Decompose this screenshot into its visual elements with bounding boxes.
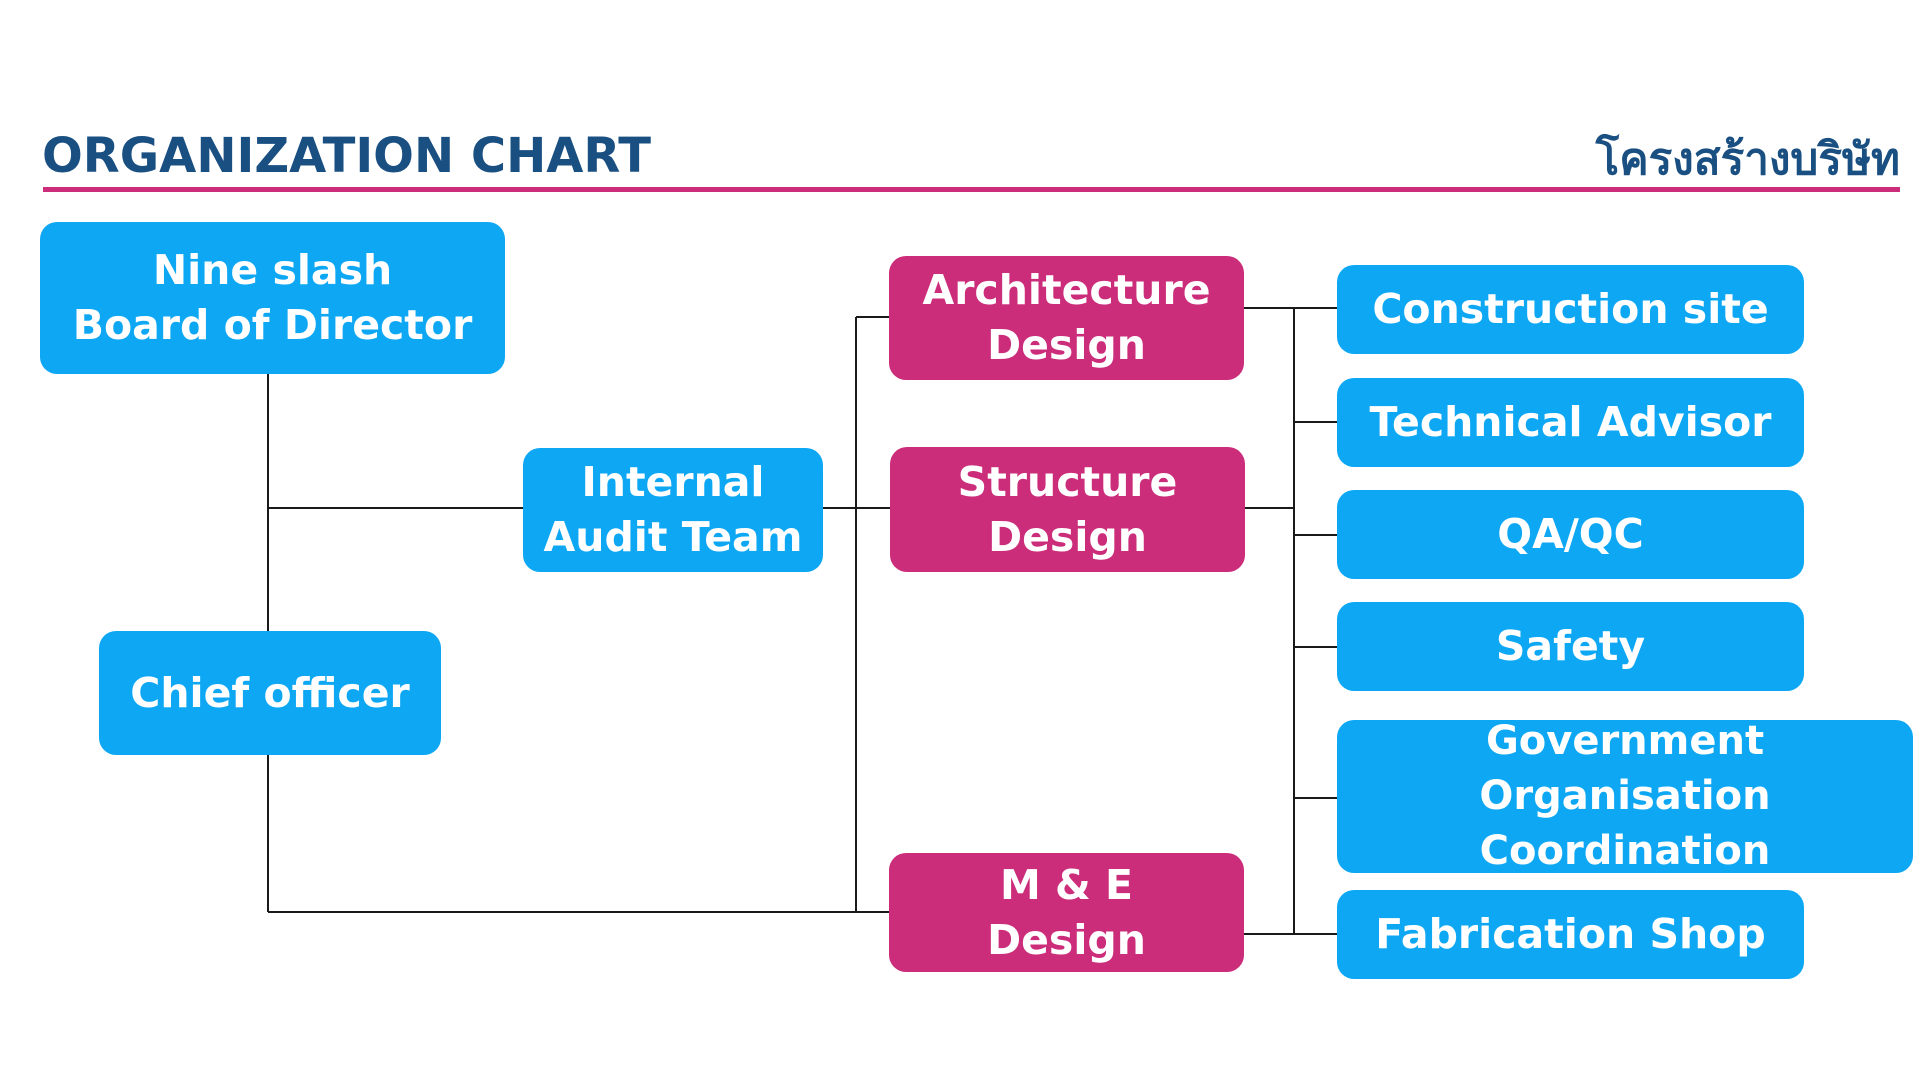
node-technical-advisor: Technical Advisor: [1337, 378, 1804, 467]
node-me-design: M & E Design: [889, 853, 1244, 972]
node-board-of-director: Nine slash Board of Director: [40, 222, 505, 374]
node-qa-qc: QA/QC: [1337, 490, 1804, 579]
node-internal-audit-team: Internal Audit Team: [523, 448, 823, 572]
node-construction-site: Construction site: [1337, 265, 1804, 354]
node-structure-design: Structure Design: [890, 447, 1245, 572]
node-fabrication-shop: Fabrication Shop: [1337, 890, 1804, 979]
title-divider: [43, 187, 1900, 192]
node-government-organisation-coordination: Government Organisation Coordination: [1337, 718, 1913, 874]
page-title: ORGANIZATION CHART: [42, 128, 651, 184]
node-chief-officer: Chief officer: [99, 631, 441, 755]
page-title-thai: โครงสร้างบริษัท: [1595, 134, 1900, 185]
node-architecture-design: Architecture Design: [889, 256, 1244, 380]
node-safety: Safety: [1337, 602, 1804, 691]
